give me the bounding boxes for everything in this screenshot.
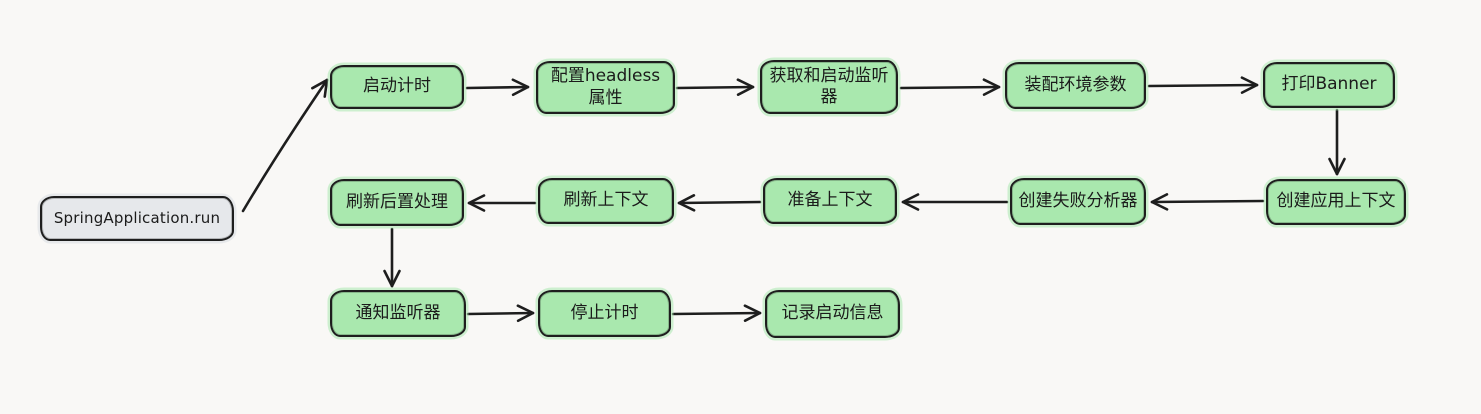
node-get-start-listeners: 获取和启动监听器 (760, 60, 898, 114)
arrow-assemble-env-params-to-print-banner (1147, 76, 1259, 94)
node-label: 启动计时 (363, 76, 431, 97)
node-stop-timer: 停止计时 (538, 290, 671, 337)
node-prepare-context: 准备上下文 (763, 178, 897, 224)
arrow-prepare-context-to-refresh-context (677, 194, 762, 212)
arrow-stop-timer-to-log-startup-info (671, 304, 762, 322)
node-label: 创建应用上下文 (1276, 191, 1396, 212)
node-label: 装配环境参数 (1024, 74, 1127, 95)
node-configure-headless: 配置headless属性 (536, 61, 675, 114)
node-label: 创建失败分析器 (1018, 190, 1138, 211)
node-refresh-post-process: 刷新后置处理 (330, 179, 464, 226)
arrow-spring-application-run-to-start-timer (241, 78, 329, 213)
arrow-get-start-listeners-to-assemble-env-params (899, 78, 1001, 96)
node-print-banner: 打印Banner (1263, 62, 1395, 108)
node-label: 刷新上下文 (563, 190, 649, 211)
node-create-failure-analyzer: 创建失败分析器 (1010, 178, 1146, 225)
node-label: 准备上下文 (787, 190, 873, 211)
arrow-create-app-context-to-create-failure-analyzer (1150, 193, 1265, 211)
node-label: 停止计时 (570, 302, 639, 323)
node-label: 通知监听器 (355, 302, 441, 323)
arrow-notify-listeners-to-stop-timer (466, 304, 535, 323)
node-spring-application-run: SpringApplication.run (40, 196, 234, 241)
node-create-app-context: 创建应用上下文 (1266, 179, 1406, 225)
node-notify-listeners: 通知监听器 (330, 290, 466, 337)
node-label: 打印Banner (1281, 74, 1377, 95)
node-assemble-env-params: 装配环境参数 (1005, 62, 1146, 109)
node-log-startup-info: 记录启动信息 (765, 290, 900, 338)
node-label: 记录启动信息 (781, 303, 884, 324)
node-label: 获取和启动监听器 (769, 65, 889, 107)
node-label: SpringApplication.run (53, 209, 221, 228)
arrow-start-timer-to-configure-headless (465, 78, 530, 97)
node-start-timer: 启动计时 (330, 65, 464, 109)
node-label: 刷新后置处理 (346, 191, 448, 212)
node-refresh-context: 刷新上下文 (538, 178, 674, 224)
node-label: 配置headless属性 (550, 66, 661, 108)
arrow-configure-headless-to-get-start-listeners (675, 78, 755, 96)
